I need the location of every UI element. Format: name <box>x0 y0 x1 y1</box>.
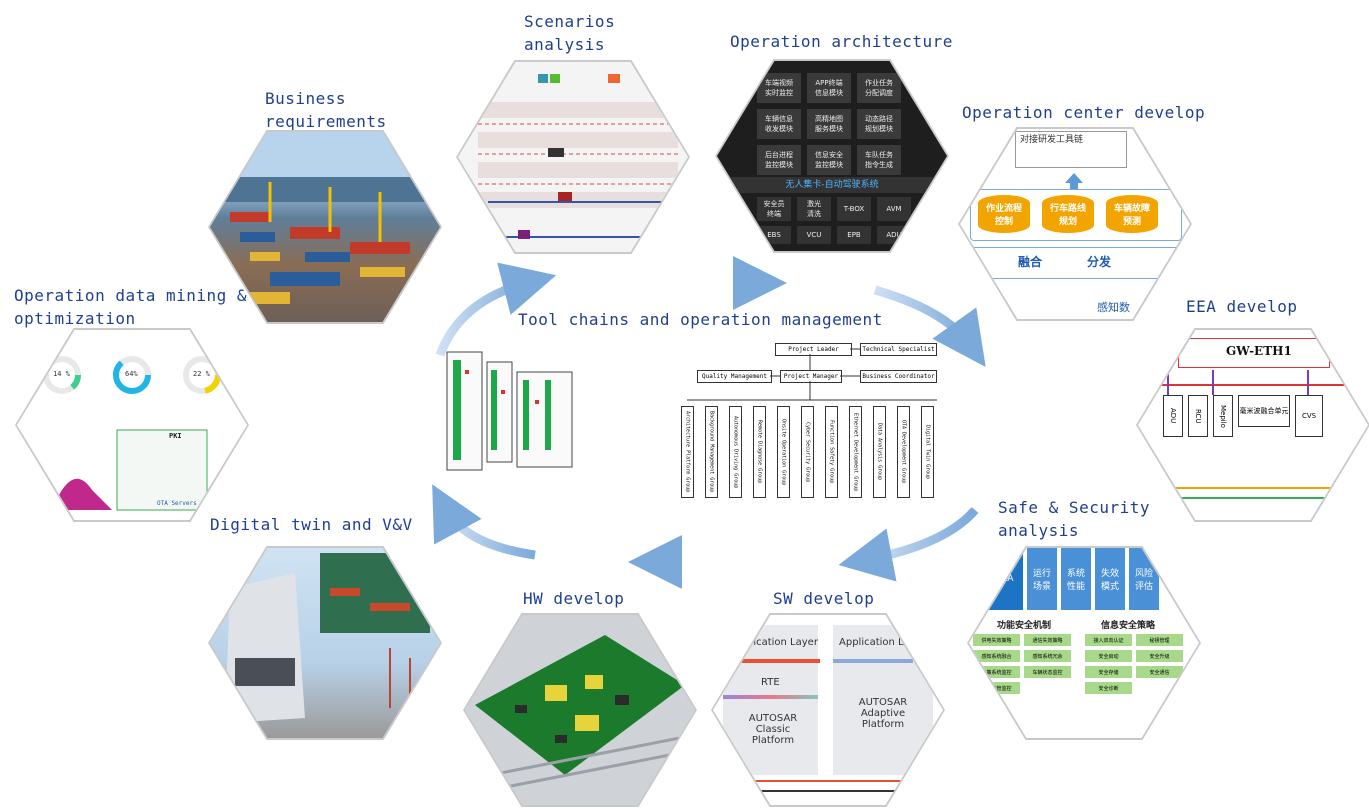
org-group: Digital Twin Group <box>921 406 934 498</box>
op-arch-module: AVM <box>877 197 911 221</box>
op-center-cylinder: 行车路线 规划 <box>1042 195 1094 233</box>
op-arch-cell: APP终端 信息模块 <box>807 73 851 103</box>
sw-title: SW develop <box>773 589 875 608</box>
sw-left-platform: AUTOSAR Classic Platform <box>748 713 798 746</box>
org-group: Ethernet Development Group <box>849 406 862 498</box>
ota-servers-label: OTA Servers <box>157 500 197 507</box>
org-business-coordinator: Business Coordinator <box>860 370 937 383</box>
center-title: Tool chains and operation management <box>518 310 883 329</box>
safe-title: Safe & Security analysis <box>998 498 1150 540</box>
eea-box: ADU <box>1163 395 1183 437</box>
op-center-dist-label: 分发 <box>1087 255 1112 269</box>
org-group: Remote Diagnose Group <box>753 406 766 498</box>
safe-right-item: 秘钥管理 <box>1136 634 1183 646</box>
eea-box: 毫米波融合单元 <box>1238 395 1290 427</box>
safe-right-title: 信息安全策略 <box>1101 621 1156 631</box>
op-center-fuse-label: 融合 <box>1018 255 1043 269</box>
safe-left-item: 通信失效策略 <box>1024 634 1071 646</box>
safe-right-item: 安全通信 <box>1136 666 1183 678</box>
op-arch-cell: 高精地图 服务模块 <box>807 109 851 139</box>
sw-left-layer: Application Layer <box>731 637 818 648</box>
org-group: Cyber Security Group <box>801 406 814 498</box>
safe-top-box: 系统 性能 <box>1061 548 1091 610</box>
org-group: Onsite Operation Group <box>777 406 790 498</box>
org-quality-management: Quality Management <box>697 370 772 383</box>
gauge-3-label: 22 % <box>193 370 210 378</box>
arrow-3 <box>873 285 986 367</box>
op-arch-module: T-BOX <box>837 197 871 221</box>
safe-left-item: 供电失效策略 <box>973 634 1020 646</box>
op-arch-cell: 车队任务 指令生成 <box>857 145 901 175</box>
op-arch-cell: 后台进程 监控模块 <box>757 145 801 175</box>
op-center-footer: 感知数 <box>1097 301 1130 314</box>
op-arch-title: Operation architecture <box>730 32 953 51</box>
org-group: Function Safety Group <box>825 406 838 498</box>
op-arch-banner: 无人集卡-自动驾驶系统 <box>717 177 947 193</box>
twin-hex <box>210 548 440 738</box>
safe-left-item: 感知系统融合 <box>973 650 1020 662</box>
arrow-4 <box>838 506 979 582</box>
org-group: Background Management Group <box>705 406 718 498</box>
safe-top-box: 失效 模式 <box>1095 548 1125 610</box>
pcb-image <box>465 635 695 797</box>
mining-title: Operation data mining & optimization <box>14 286 248 328</box>
business-title: Business requirements <box>265 89 387 131</box>
sw-right-layer: Application Lay <box>839 637 916 648</box>
op-arch-module: 安全员 终端 <box>757 197 791 221</box>
eea-title: EEA develop <box>1186 297 1298 316</box>
safe-right-item: 接入双向认证 <box>1085 634 1132 646</box>
org-technical-specialist: Technical Specialist <box>860 343 937 356</box>
safe-right-item: 安全诊断 <box>1085 682 1132 694</box>
op-arch-cell: 动态路径 规划模块 <box>857 109 901 139</box>
gauge-1-label: 14 % <box>53 370 70 378</box>
eea-box: Mepilo <box>1213 395 1233 437</box>
op-arch-module: 激光 清洗 <box>797 197 831 221</box>
gauge-2-label: 64% <box>125 370 138 378</box>
safe-right-item: 安全升级 <box>1136 650 1183 662</box>
safe-right-item: 安全存储 <box>1085 666 1132 678</box>
org-project-leader: Project Leader <box>775 343 852 356</box>
op-center-top-text: 对接研发工具链 <box>1020 135 1084 145</box>
safe-right-item: 安全启动 <box>1085 650 1132 662</box>
org-group: Architecture Platform Group <box>681 406 694 498</box>
org-chart: Project Leader Technical Specialist Qual… <box>675 338 965 503</box>
sw-rte: RTE <box>761 677 780 688</box>
pki-label: PKI <box>169 432 182 440</box>
org-group: Autonomous Driving Group <box>729 406 742 498</box>
eea-box: CVS <box>1295 395 1323 437</box>
op-arch-ecu: VCU <box>797 226 831 244</box>
op-center-cylinder: 作业流程 控制 <box>978 195 1030 233</box>
safe-top-box: 运行 场景 <box>1027 548 1057 610</box>
op-arch-cell: 车辆信息 收发模块 <box>757 109 801 139</box>
op-arch-cell: 车端视频 实时监控 <box>757 73 801 103</box>
scenarios-title: Scenarios analysis <box>524 12 616 54</box>
safe-left-item: 感知系统冗余 <box>1024 650 1071 662</box>
org-group: OTA Development Group <box>897 406 910 498</box>
dashboard-image <box>43 356 221 511</box>
safe-left-title: 功能安全机制 <box>997 621 1052 631</box>
org-group: Data Analysis Group <box>873 406 886 498</box>
op-center-cylinder: 车辆故障 预测 <box>1106 195 1158 233</box>
lane-diagram <box>478 74 678 239</box>
eea-wires <box>1148 370 1358 499</box>
toolchain-image <box>446 351 573 471</box>
op-arch-ecu: EPB <box>837 226 871 244</box>
op-arch-cell: 信息安全 监控模块 <box>807 145 851 175</box>
sw-right-platform: AUTOSAR Adaptive Platform <box>858 697 908 730</box>
arrow-1 <box>435 262 557 357</box>
twin-title: Digital twin and V&V <box>210 515 413 534</box>
hw-title: HW develop <box>523 589 625 608</box>
op-arch-cell: 作业任务 分配调度 <box>857 73 901 103</box>
eea-box: RCU <box>1188 395 1208 437</box>
safe-left-item: 车辆状态监控 <box>1024 666 1071 678</box>
arrow-6 <box>432 484 536 560</box>
eea-title-label: GW-ETH1 <box>1226 344 1292 358</box>
org-project-manager: Project Manager <box>780 370 842 383</box>
op-center-title: Operation center develop <box>962 103 1206 122</box>
org-lines <box>687 348 937 401</box>
